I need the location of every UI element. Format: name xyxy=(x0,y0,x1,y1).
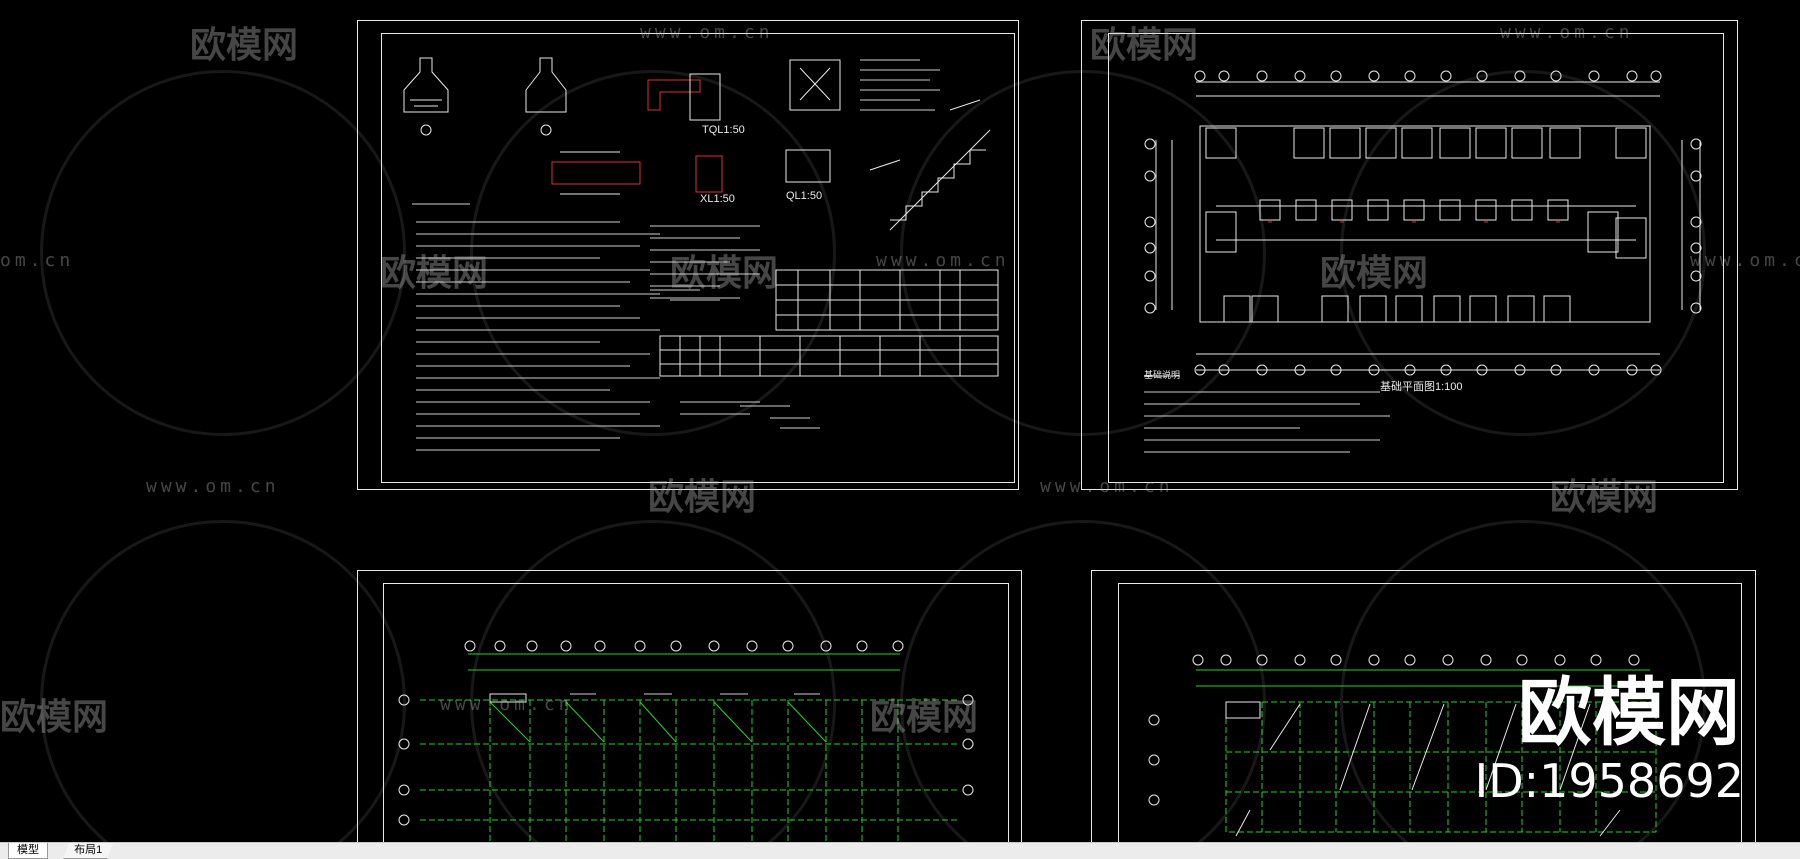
sheet-inner-frame xyxy=(383,583,1009,842)
caption-notes: 基础说明 xyxy=(1144,370,1181,380)
framing-plan-right xyxy=(1148,654,1657,837)
sheet-bottom-left[interactable] xyxy=(357,570,1022,842)
caption-tql: TQL1:50 xyxy=(702,124,745,136)
caption-ql: QL1:50 xyxy=(786,190,823,202)
sheet-inner-frame xyxy=(381,33,1015,483)
sheet-top-right[interactable] xyxy=(1081,20,1738,490)
sheet-inner-frame xyxy=(1108,33,1724,483)
tab-layout1[interactable]: 布局1 xyxy=(63,843,114,859)
sheet-inner-frame xyxy=(1118,583,1742,842)
detail-drawings xyxy=(403,57,999,451)
caption-xl: XL1:50 xyxy=(700,193,735,205)
caption-plan: 基础平面图1:100 xyxy=(1380,381,1463,393)
sheet-top-left[interactable] xyxy=(357,20,1019,490)
brand-id: ID:1958692 xyxy=(1474,754,1744,808)
tab-label: 布局1 xyxy=(74,844,103,856)
brand-logo: 欧模网 xyxy=(1518,670,1740,756)
foundation-plan xyxy=(1144,70,1702,453)
sheet-bottom-right[interactable] xyxy=(1091,570,1756,842)
tab-model[interactable]: 模型 xyxy=(8,843,48,859)
layout-tab-bar: 模型 布局1 xyxy=(0,842,1800,859)
framing-plan-green xyxy=(398,640,974,842)
tab-label: 模型 xyxy=(17,844,39,856)
